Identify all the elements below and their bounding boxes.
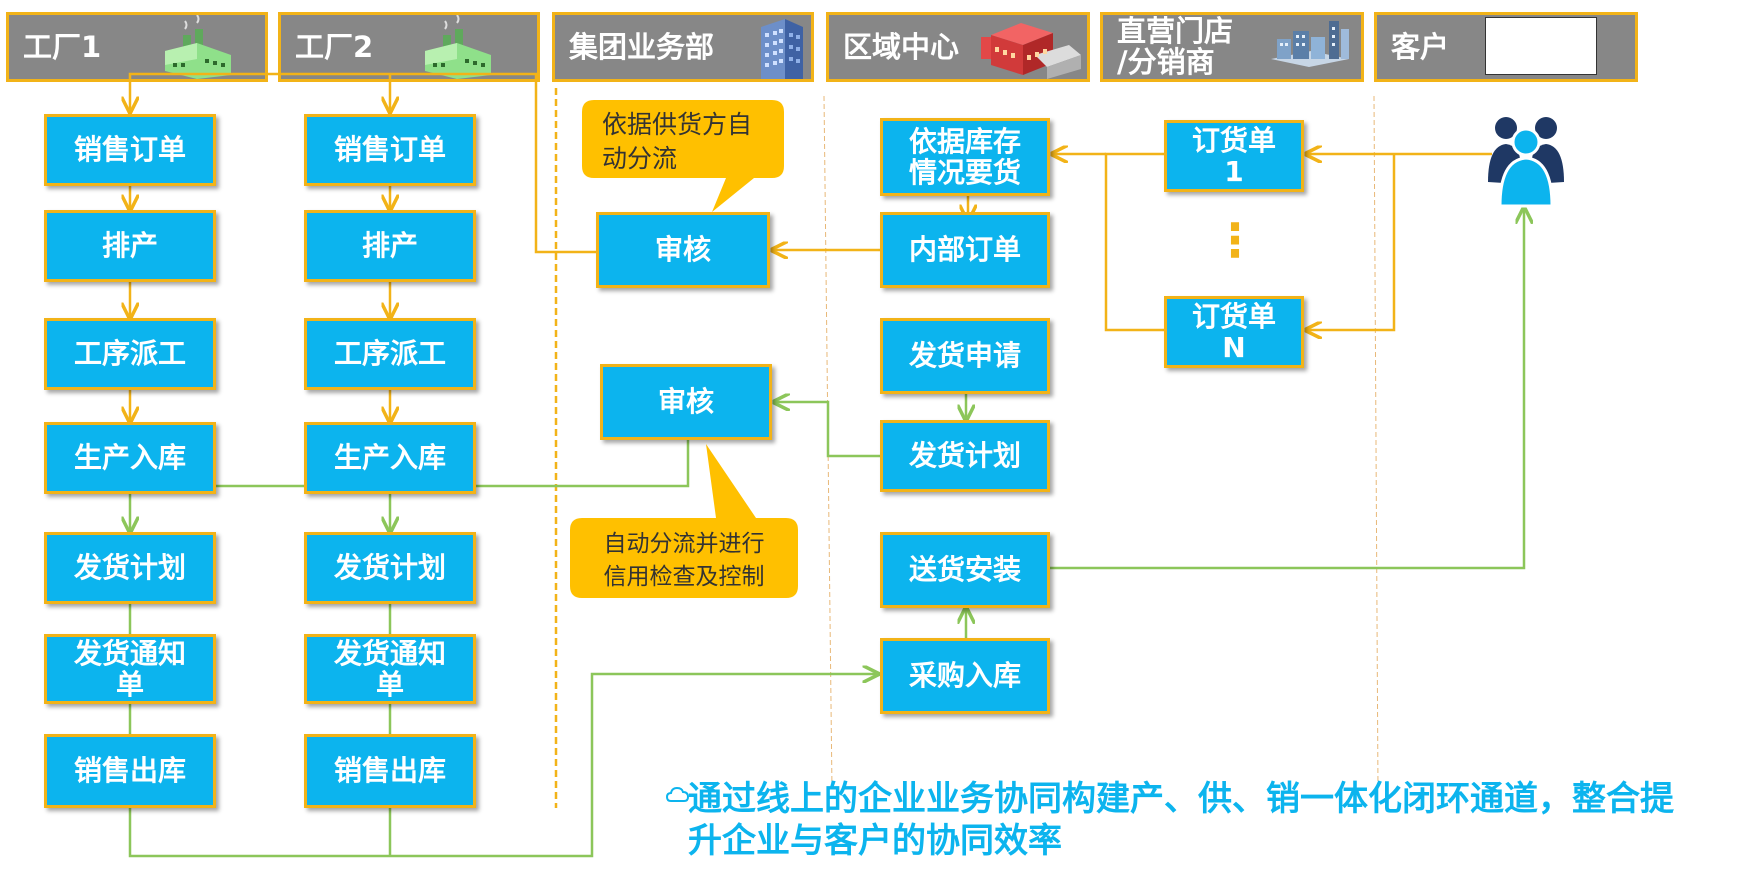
- callout-1-bubble: [582, 100, 784, 212]
- factory2-ship-plan[interactable]: 发货计划: [304, 532, 476, 604]
- factory2-ship-notice[interactable]: 发货通知 单: [304, 634, 476, 704]
- region-ship-request[interactable]: 发货申请: [880, 318, 1050, 394]
- link-outbound-to-purchase: [128, 674, 878, 858]
- link-customer-to-ordern: [1306, 154, 1396, 330]
- factory1-ship-plan[interactable]: 发货计划: [44, 532, 216, 604]
- link-orders-to-request: [1104, 152, 1164, 332]
- factory1-production-in[interactable]: 生产入库: [44, 422, 216, 494]
- header-region: 区域中心: [826, 12, 1090, 82]
- header-factory1: 工厂1: [6, 12, 268, 82]
- factory2-sales-out[interactable]: 销售出库: [304, 734, 476, 808]
- factory2-production-in[interactable]: 生产入库: [304, 422, 476, 494]
- callout-2-bubble: [570, 444, 798, 598]
- region-purchase-in[interactable]: 采购入库: [880, 638, 1050, 714]
- factory-out-chain: [128, 604, 392, 734]
- divider-stores: [1373, 95, 1379, 791]
- factory-icon: [425, 15, 491, 79]
- factory1-dispatch[interactable]: 工序派工: [44, 318, 216, 390]
- header-customer: 客户: [1374, 12, 1638, 82]
- callout-credit-check: 自动分流并进行 信用检查及控制: [603, 531, 765, 590]
- header-stores: 直营门店 /分销商: [1100, 12, 1364, 82]
- factory1-sales-out[interactable]: 销售出库: [44, 734, 216, 808]
- header-factory2: 工厂2: [278, 12, 540, 82]
- group-review-order[interactable]: 审核: [596, 212, 770, 288]
- customer-group-icon: [1488, 117, 1564, 208]
- region-internal-order[interactable]: 内部订单: [880, 212, 1050, 288]
- factory2-sales-order[interactable]: 销售订单: [304, 114, 476, 186]
- store-buildings-icon: [1271, 21, 1349, 67]
- store-order-1[interactable]: 订货单 1: [1164, 120, 1304, 192]
- link-shipplan-to-review2: [774, 402, 880, 458]
- factory2-dispatch[interactable]: 工序派工: [304, 318, 476, 390]
- header-stores-label: 直营门店 /分销商: [1117, 14, 1234, 79]
- factory1-scheduling[interactable]: 排产: [44, 210, 216, 282]
- header-factory1-label: 工厂1: [23, 29, 102, 64]
- factory1-ship-notice[interactable]: 发货通知 单: [44, 634, 216, 704]
- factory-icon: [165, 15, 231, 79]
- region-delivery-install[interactable]: 送货安装: [880, 532, 1050, 608]
- link-delivery-to-customer: [1050, 208, 1524, 570]
- image-placeholder: [1485, 17, 1597, 75]
- store-order-ellipsis: ⋮: [1212, 213, 1258, 267]
- factory1-sales-order[interactable]: 销售订单: [44, 114, 216, 186]
- office-building-icon: [761, 19, 803, 79]
- header-group-label: 集团业务部: [569, 29, 715, 64]
- callout-auto-split: 依据供货方自 动分流: [602, 110, 753, 173]
- header-factory2-label: 工厂2: [295, 29, 374, 64]
- store-order-n[interactable]: 订货单 N: [1164, 296, 1304, 368]
- summary-text: 通过线上的企业业务协同构建产、供、销一体化闭环通道，整合提 升企业与客户的协同效…: [688, 779, 1674, 861]
- group-review-shipment[interactable]: 审核: [600, 364, 772, 440]
- header-customer-label: 客户: [1391, 29, 1450, 64]
- cloud-icon: [666, 786, 690, 802]
- region-request-by-stock[interactable]: 依据库存 情况要货: [880, 118, 1050, 196]
- header-group: 集团业务部: [552, 12, 814, 82]
- region-ship-plan[interactable]: 发货计划: [880, 420, 1050, 492]
- factory2-scheduling[interactable]: 排产: [304, 210, 476, 282]
- warehouse-icon: [981, 23, 1081, 79]
- link-review-to-factories: [130, 72, 596, 254]
- header-region-label: 区域中心: [843, 29, 960, 64]
